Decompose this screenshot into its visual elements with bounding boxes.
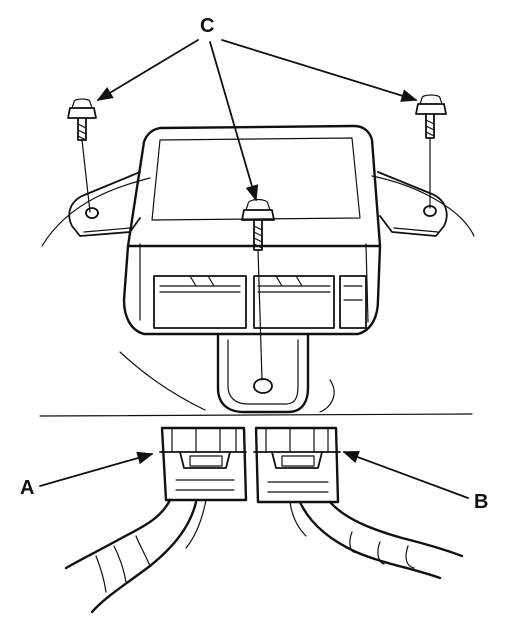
srs-unit-body bbox=[122, 124, 382, 414]
wire-harness-right bbox=[289, 500, 464, 580]
bolt-center bbox=[241, 198, 275, 381]
mounting-bracket-right bbox=[377, 171, 448, 237]
leader-c-center bbox=[209, 41, 259, 202]
leader-c-left bbox=[96, 39, 199, 101]
callout-b: B bbox=[474, 491, 488, 513]
floor-panel bbox=[39, 175, 475, 417]
connector-a bbox=[159, 426, 248, 502]
connector-b bbox=[253, 426, 341, 504]
mounting-bracket-left bbox=[68, 171, 141, 237]
wire-harness-left bbox=[64, 498, 207, 614]
callout-c: C bbox=[200, 15, 214, 37]
bolt-left bbox=[67, 98, 97, 213]
callout-a: A bbox=[20, 477, 34, 499]
leader-b bbox=[342, 450, 469, 499]
leader-a bbox=[39, 451, 154, 487]
leader-c-right bbox=[221, 39, 418, 102]
bolt-right bbox=[415, 94, 447, 209]
